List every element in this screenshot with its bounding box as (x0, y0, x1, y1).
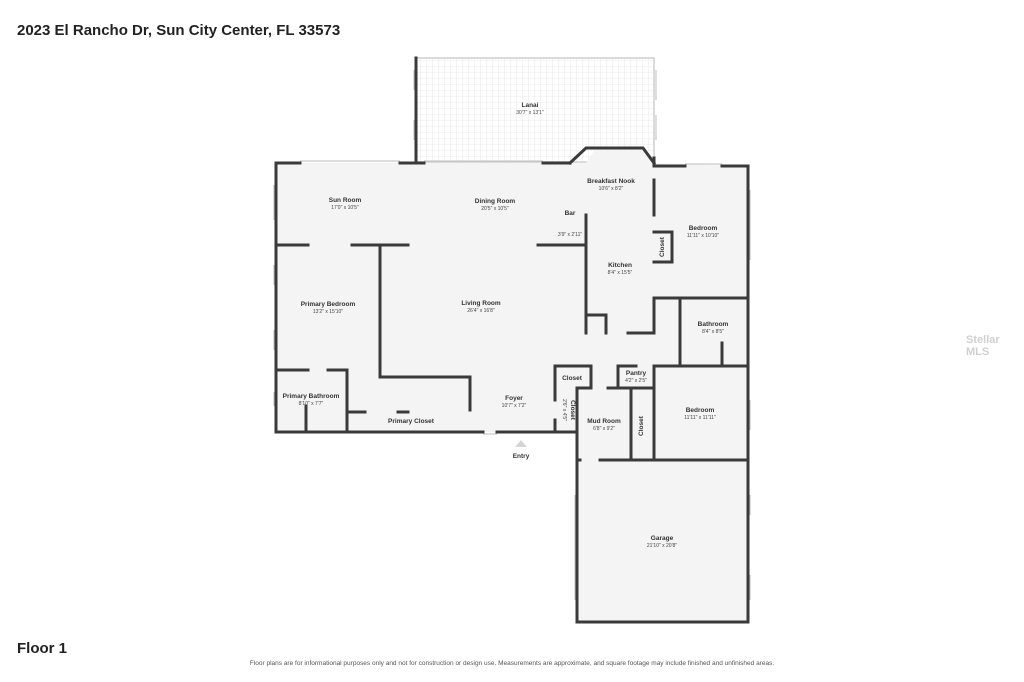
room-bathroom: Bathroom 8'4" x 8'5" (698, 321, 729, 335)
room-name: Bedroom (686, 407, 715, 414)
room-dims: 10'6" x 8'2" (599, 186, 624, 192)
room-name: Sun Room (329, 197, 362, 204)
watermark-logo: Stellar MLS (966, 334, 1000, 358)
room-bar: Bar 3'9" x 2'11" (558, 210, 582, 238)
room-dims: 30'7" x 13'1" (516, 110, 544, 116)
window-marks (273, 160, 751, 600)
room-name: Entry (513, 453, 530, 460)
room-dims: 11'11" x 10'10" (687, 233, 719, 239)
room-pantry: Pantry 4'2" x 2'5" (625, 370, 647, 384)
property-address: 2023 El Rancho Dr, Sun City Center, FL 3… (17, 22, 341, 39)
room-kitchen: Kitchen 8'4" x 15'5" (608, 262, 633, 276)
lanai-area (413, 57, 657, 163)
room-name: Garage (651, 535, 674, 542)
room-name: Closet (659, 236, 666, 257)
room-name: Bathroom (698, 321, 729, 328)
room-name: Primary Bathroom (283, 393, 340, 400)
room-entry: Entry (513, 453, 530, 460)
room-dims: 20'5" x 10'5" (481, 206, 509, 212)
room-bedroom-1: Bedroom 11'11" x 10'10" (687, 225, 719, 239)
floor-label: Floor 1 (17, 640, 68, 657)
room-dims: 26'4" x 16'8" (467, 308, 495, 314)
room-dims: 8'4" x 8'5" (702, 329, 724, 335)
disclaimer-text: Floor plans are for informational purpos… (249, 660, 775, 667)
room-primary-bathroom: Primary Bathroom 8'10" x 7'7" (283, 393, 340, 407)
entry-arrow-icon (515, 440, 527, 447)
room-dims: 6'8" x 9'2" (593, 426, 615, 432)
room-name: Primary Bedroom (301, 301, 356, 308)
room-name: Bedroom (689, 225, 718, 232)
room-dims: 11'11" x 11'11" (684, 415, 716, 421)
room-dims: 13'2" x 15'10" (313, 309, 343, 315)
room-primary-closet: Primary Closet (388, 418, 435, 425)
room-dims: 21'10" x 20'8" (647, 543, 677, 549)
room-name: Dining Room (475, 198, 516, 205)
room-name: Pantry (626, 370, 647, 377)
room-closet-2: Closet (562, 375, 583, 382)
room-name: Living Room (461, 300, 501, 307)
room-closet-3: Closet 2'6" x 4'5" (561, 399, 576, 421)
room-dims: 8'4" x 15'5" (608, 270, 633, 276)
interior-walls (274, 178, 750, 462)
room-dining-room: Dining Room 20'5" x 10'5" (475, 198, 516, 212)
room-name: Closet (638, 415, 645, 436)
room-bedroom-2: Bedroom 11'11" x 11'11" (684, 407, 716, 421)
outer-walls (274, 56, 750, 624)
room-garage: Garage 21'10" x 20'8" (647, 535, 677, 549)
room-lanai: Lanai 30'7" x 13'1" (516, 102, 544, 116)
room-mud-room: Mud Room 6'8" x 9'2" (587, 418, 621, 432)
room-dims: 4'2" x 2'5" (625, 378, 647, 384)
room-name: Foyer (505, 395, 523, 402)
room-dims: 17'0" x 10'5" (331, 205, 359, 211)
room-sun-room: Sun Room 17'0" x 10'5" (329, 197, 362, 211)
room-closet-1: Closet (659, 236, 666, 257)
room-breakfast-nook: Breakfast Nook 10'6" x 8'2" (587, 178, 635, 192)
room-foyer: Foyer 10'7" x 7'2" (502, 395, 527, 409)
room-living-room: Living Room 26'4" x 16'8" (461, 300, 501, 314)
room-primary-bedroom: Primary Bedroom 13'2" x 15'10" (301, 301, 356, 315)
room-name: Breakfast Nook (587, 178, 635, 185)
room-dims: 10'7" x 7'2" (502, 403, 527, 409)
room-name: Lanai (522, 102, 539, 109)
room-closet-4: Closet (638, 415, 645, 436)
room-name: Primary Closet (388, 418, 435, 425)
room-name: Bar (565, 210, 576, 217)
room-dims: 3'9" x 2'11" (558, 232, 582, 238)
room-dims: 8'10" x 7'7" (299, 401, 324, 407)
room-name: Kitchen (608, 262, 632, 269)
house-floor (276, 148, 748, 622)
room-name: Mud Room (587, 418, 621, 425)
room-dims: 2'6" x 4'5" (561, 399, 567, 421)
room-name: Closet (562, 375, 583, 382)
room-name: Closet (569, 400, 576, 421)
